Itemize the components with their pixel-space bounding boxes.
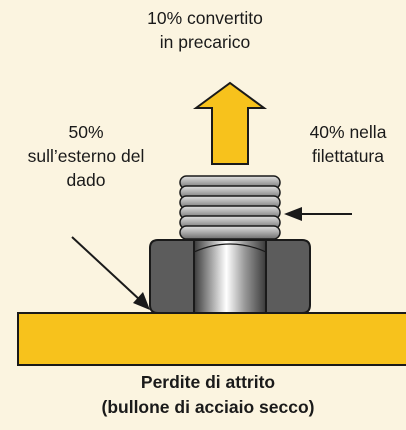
hex-nut <box>149 239 311 314</box>
bolt-threads <box>179 175 281 240</box>
caption-title: Perdite di attrito <box>140 372 276 392</box>
preload-label: 10% convertito in precarico <box>147 8 263 52</box>
thread-label: 40% nella filettatura <box>309 122 387 166</box>
up-arrow-preload <box>192 81 268 165</box>
nut-face-friction-arrow <box>71 236 150 310</box>
caption: Perdite di attrito (bullone di acciaio s… <box>60 370 356 420</box>
nut-face-label: 50% sull’esterno del dado <box>27 122 145 190</box>
plate <box>17 312 406 366</box>
thread-friction-arrow <box>284 207 352 221</box>
caption-subtitle: (bullone di acciaio secco) <box>101 397 315 417</box>
